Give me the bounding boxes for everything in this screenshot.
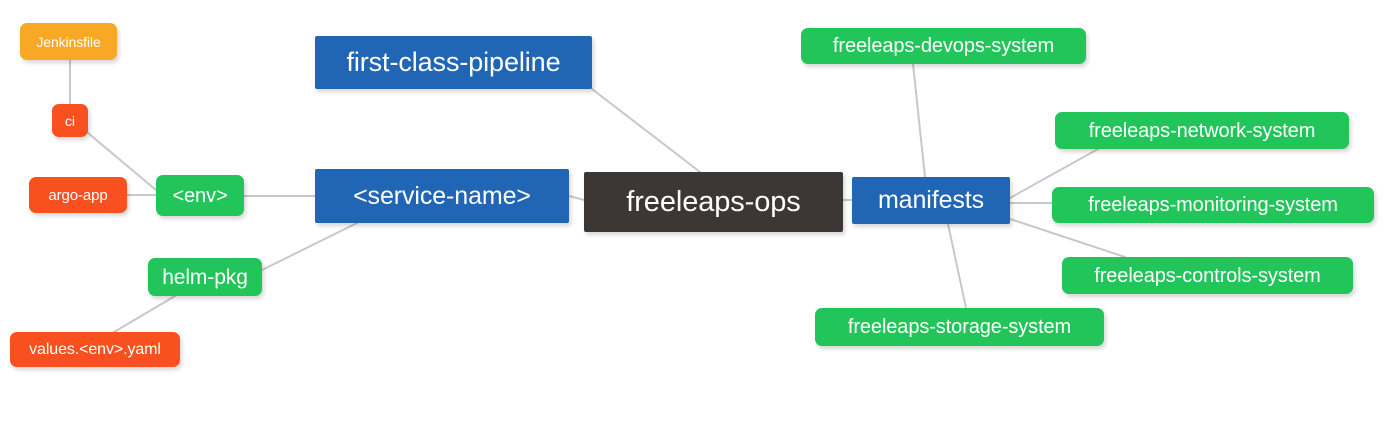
edge-manifests-to-controls-system	[1009, 218, 1126, 258]
node-jenkinsfile[interactable]: Jenkinsfile	[20, 23, 117, 60]
node-helm-pkg[interactable]: helm-pkg	[148, 258, 262, 296]
node-first-class-pipeline[interactable]: first-class-pipeline	[315, 36, 592, 89]
node-service-name[interactable]: <service-name>	[315, 169, 569, 223]
node-devops-system[interactable]: freeleaps-devops-system	[801, 28, 1086, 64]
node-freeleaps-ops[interactable]: freeleaps-ops	[584, 172, 843, 232]
node-controls-system[interactable]: freeleaps-controls-system	[1062, 257, 1353, 294]
node-env[interactable]: <env>	[156, 175, 244, 216]
edge-manifests-to-storage-system	[947, 223, 967, 309]
node-ci[interactable]: ci	[52, 104, 88, 137]
edge-helm-pkg-to-values-yaml	[113, 295, 176, 333]
node-network-system[interactable]: freeleaps-network-system	[1055, 112, 1349, 149]
edge-first-class-pipeline-to-freeleaps-ops	[591, 88, 701, 173]
node-storage-system[interactable]: freeleaps-storage-system	[815, 308, 1104, 346]
node-argo-app[interactable]: argo-app	[29, 177, 127, 213]
node-monitoring-system[interactable]: freeleaps-monitoring-system	[1052, 187, 1374, 223]
edge-service-name-to-freeleaps-ops	[568, 195, 585, 201]
node-values-yaml[interactable]: values.<env>.yaml	[10, 332, 180, 367]
node-manifests[interactable]: manifests	[852, 177, 1010, 224]
edge-service-name-to-helm-pkg	[261, 222, 358, 271]
edge-manifests-to-devops-system	[912, 63, 926, 178]
